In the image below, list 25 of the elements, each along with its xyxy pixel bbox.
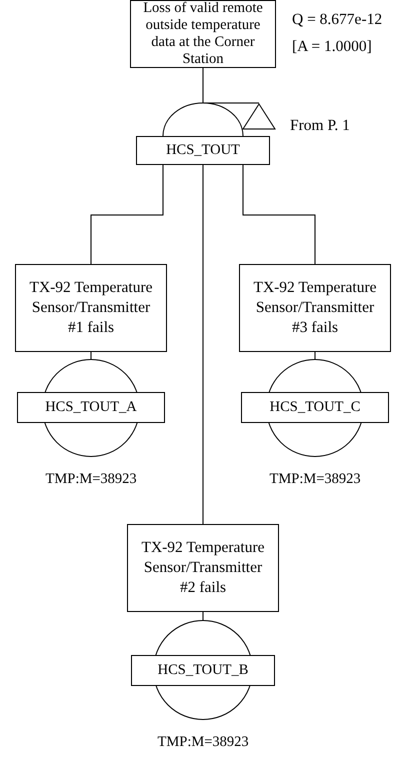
- gate-value-label: Q = 8.677e-12: [292, 11, 382, 29]
- event-name: HCS_TOUT_B: [131, 655, 275, 686]
- event-name: HCS_TOUT: [136, 136, 270, 165]
- probability-label: TMP:M=38923: [46, 471, 137, 488]
- transfer-label: From P. 1: [290, 117, 350, 135]
- and-gate: [136, 103, 270, 165]
- connector-line: [202, 68, 204, 104]
- connector-line: [314, 352, 316, 360]
- basic-event-circle: [17, 359, 165, 457]
- connector-line: [90, 352, 92, 360]
- basic-event-circle: [131, 620, 275, 720]
- connector-line: [202, 612, 204, 620]
- probability-label: TMP:M=38923: [158, 734, 249, 751]
- connector-line: [202, 164, 204, 524]
- event-box: TX-92 Temperature Sensor/Transmitter #2 fails: [127, 524, 279, 612]
- event-name: HCS_TOUT_A: [17, 392, 165, 423]
- event-box: TX-92 Temperature Sensor/Transmitter #1 fails: [15, 264, 167, 352]
- gate-value-label: [A = 1.0000]: [292, 38, 372, 56]
- event-name: HCS_TOUT_C: [241, 392, 389, 423]
- event-box: TX-92 Temperature Sensor/Transmitter #3 fails: [239, 264, 391, 352]
- event-box: Loss of valid remote outside temperature data at the Corner Station: [130, 0, 276, 68]
- basic-event-circle: [241, 359, 389, 457]
- connector-line: [242, 164, 316, 264]
- connector-line: [90, 164, 164, 264]
- probability-label: TMP:M=38923: [270, 471, 361, 488]
